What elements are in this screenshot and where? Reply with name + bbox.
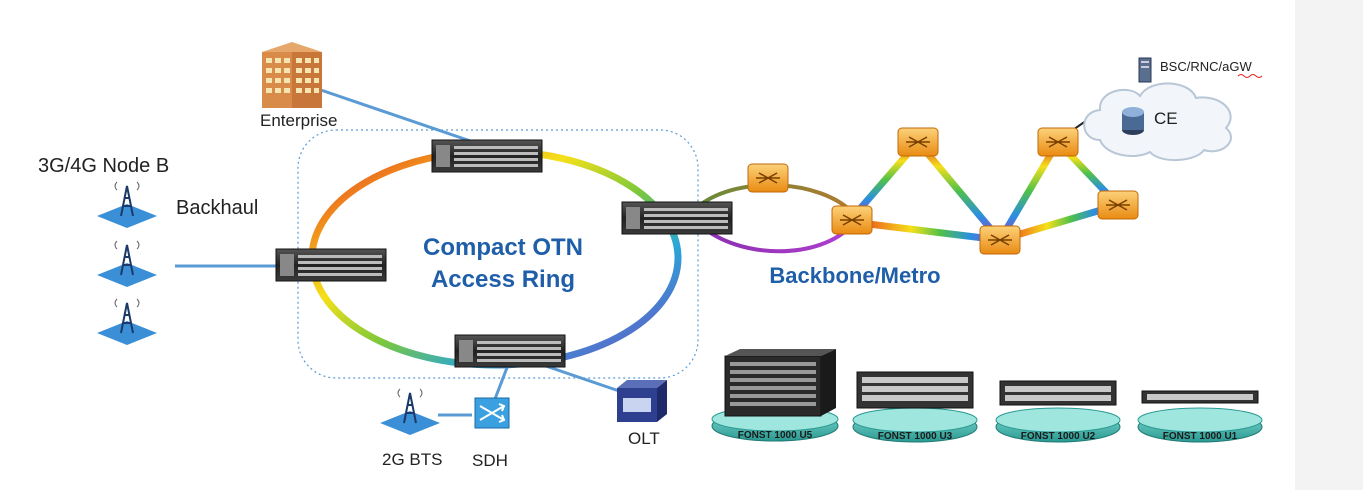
platform-u5-label: FONST 1000 U5: [738, 430, 813, 441]
bsc-label: BSC/RNC/aGW: [1160, 59, 1252, 74]
backbone-link-lower: [698, 223, 854, 254]
bts-label: 2G BTS: [382, 450, 442, 469]
network-diagram: Enterprise 3G/4G Node B Backhaul: [38, 42, 1263, 470]
cloud-icon: [1083, 82, 1232, 162]
sdh-switch-icon: [474, 397, 510, 429]
router-icon: [897, 127, 939, 157]
otn-device-icon: [275, 248, 387, 282]
otn-device-icon: [454, 334, 566, 368]
platform-u1: FONST 1000 U1: [1137, 390, 1263, 443]
access-ring-boundary: [297, 129, 699, 379]
router-icon: [831, 205, 873, 235]
server-icon: [1122, 107, 1144, 135]
platform-u3-label: FONST 1000 U3: [878, 431, 953, 442]
cell-tower-icon: [380, 388, 440, 435]
olt-link: [539, 362, 626, 395]
building-icon: [262, 42, 322, 108]
fonst-u2-chassis-icon: [999, 380, 1117, 406]
ring-title-line2: Access Ring: [431, 266, 575, 293]
enterprise-link: [314, 86, 486, 148]
fonst-u5-chassis-icon: [724, 349, 836, 417]
otn-device-icon: [431, 139, 543, 173]
olt-label: OLT: [628, 429, 660, 448]
ce-label: CE: [1154, 109, 1178, 128]
cell-tower-icon: [97, 298, 157, 345]
fonst-u3-chassis-icon: [856, 371, 974, 409]
node-b-label: 3G/4G Node B: [38, 155, 169, 177]
router-icon: [1037, 127, 1079, 157]
cell-tower-icon: [97, 181, 157, 228]
server-icon: [1138, 57, 1152, 83]
platform-u2: FONST 1000 U2: [995, 380, 1121, 443]
enterprise-label: Enterprise: [260, 111, 337, 130]
backbone-metro-label: Backbone/Metro: [769, 263, 940, 288]
cell-tower-icon: [97, 240, 157, 287]
spellcheck-underline: [1237, 74, 1263, 78]
fonst-u1-chassis-icon: [1141, 390, 1259, 404]
router-icon: [747, 163, 789, 193]
diagram-canvas: Enterprise 3G/4G Node B Backhaul: [38, 42, 1263, 470]
platform-u1-label: FONST 1000 U1: [1163, 431, 1238, 442]
backhaul-label: Backhaul: [176, 197, 258, 219]
ring-title-line1: Compact OTN: [423, 234, 583, 261]
platform-u3: FONST 1000 U3: [852, 371, 978, 443]
olt-icon: [617, 380, 667, 422]
right-margin-strip: [1295, 0, 1363, 490]
platform-u2-label: FONST 1000 U2: [1021, 431, 1096, 442]
platform-u5: FONST 1000 U5: [711, 349, 839, 442]
otn-device-icon: [621, 201, 733, 235]
sdh-label: SDH: [472, 451, 508, 470]
router-icon: [1097, 190, 1139, 220]
router-icon: [979, 225, 1021, 255]
metro-mesh: [848, 138, 1122, 244]
